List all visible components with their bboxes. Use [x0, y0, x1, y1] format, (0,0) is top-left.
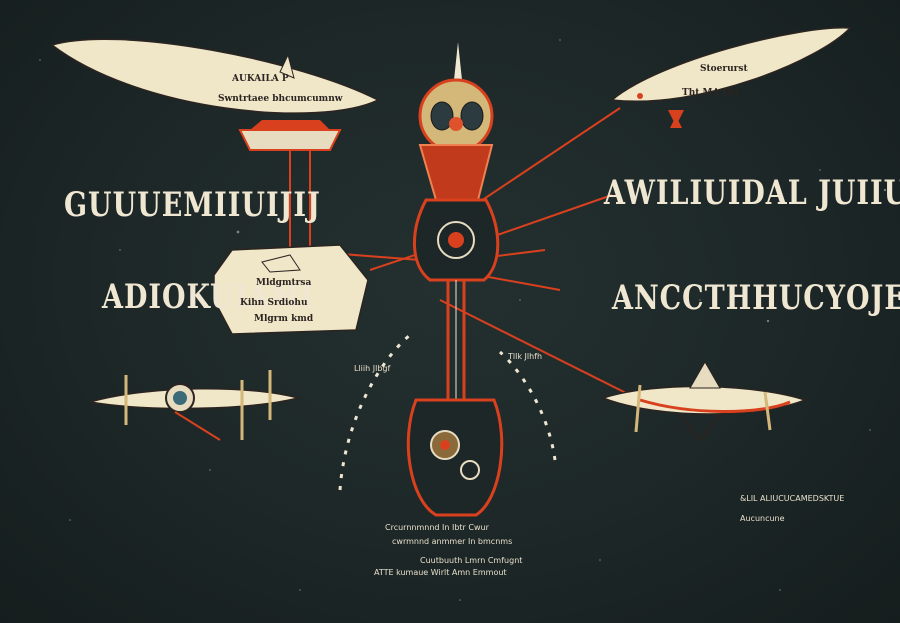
- airship-right-inscription-1: Stoerurst: [700, 64, 748, 74]
- aircraft-right: [600, 360, 808, 442]
- airship-left-inscription-1: AUKAILA P: [232, 74, 289, 84]
- label-right-mid: ANCCTHHUCYOJE: [612, 279, 900, 318]
- caption-right-vertical: Tllk Jlhfh: [508, 352, 543, 361]
- card-inscription-3: Mlgrm kmd: [254, 314, 314, 324]
- airship-right-inscription-2: Tht MA IBI: [682, 88, 739, 98]
- aircraft-left: [89, 370, 301, 441]
- airship-top-left: [50, 38, 380, 151]
- red-marker-icon: [670, 116, 682, 128]
- ticket-card: [213, 244, 369, 335]
- label-left-top: GUUUEMIIUIJIJ: [64, 186, 321, 225]
- central-mechanism: [406, 42, 504, 517]
- caption-left-vertical: Lliih Jlbgf: [354, 364, 391, 373]
- caption-right-small: &LIL ALIUCUCAMEDSKTUE: [740, 494, 845, 503]
- card-inscription-1: Mldgmtrsa: [256, 278, 312, 288]
- label-left-mid: ADIOKUIAMI: [102, 278, 315, 317]
- airship-left-inscription-2: Swntrtaee bhcumcumnw: [218, 94, 343, 104]
- card-inscription-2: Kihn Srdiohu: [240, 298, 308, 308]
- caption-line-2: cwrmnnd anmmer In bmcnms: [392, 537, 513, 546]
- caption-right-small-2: Aucuncune: [740, 514, 785, 523]
- curved-markings: [338, 333, 557, 491]
- caption-line-3: Cuutbuuth Lmrn Cmfugnt: [420, 556, 523, 565]
- label-right-top: AWILIUIDAL JUIIUM: [604, 174, 900, 213]
- caption-line-4: ATTE kumaue Wirlt Amn Emmout: [374, 568, 507, 577]
- airship-top-right: [610, 27, 852, 126]
- caption-line-1: Crcurnnmnnd In Ibtr Cwur: [385, 523, 489, 532]
